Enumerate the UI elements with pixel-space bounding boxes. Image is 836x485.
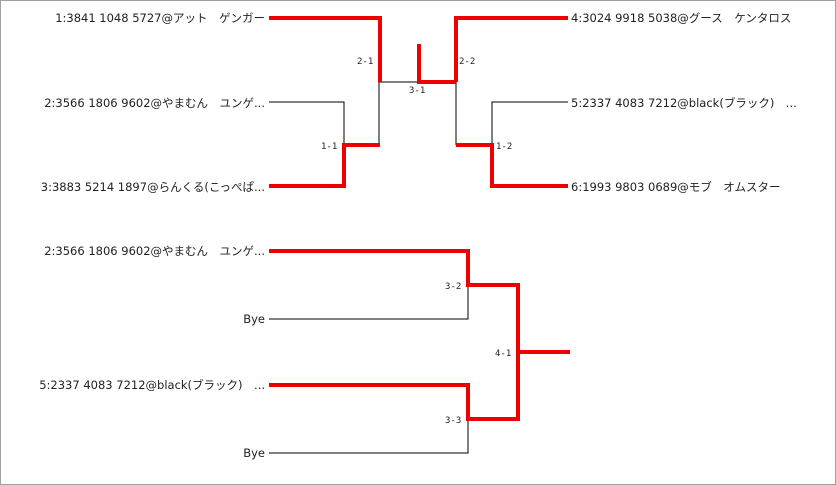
line-bye1 [269, 285, 469, 320]
player-2[interactable]: 2:3566 1806 9602@やまむん ユンゲ... [44, 96, 265, 110]
player-5[interactable]: 5:2337 4083 7212@black(ブラック) ... [571, 96, 797, 110]
winline-p1 [269, 16, 382, 82]
winline-p4 [454, 16, 568, 82]
winline-p3 [269, 143, 380, 188]
player-lower-bye-2: Bye [243, 446, 265, 460]
match-label-3-2: 3-2 [445, 282, 462, 292]
winline-b [269, 352, 520, 421]
match-label-2-2: 2-2 [459, 57, 476, 67]
winline-a [269, 249, 520, 352]
match-label-2-1: 2-1 [357, 57, 374, 67]
player-lower-a[interactable]: 2:3566 1806 9602@やまむん ユンゲ... [44, 244, 265, 258]
player-lower-b[interactable]: 5:2337 4083 7212@black(ブラック) ... [39, 378, 265, 392]
match-label-1-2: 1-2 [496, 142, 513, 152]
lower-thin-lines [269, 285, 469, 454]
player-4[interactable]: 4:3024 9918 5038@グース ケンタロス [571, 11, 792, 25]
winline-p6 [456, 143, 568, 188]
player-1[interactable]: 1:3841 1048 5727@アット ゲンガー [55, 11, 265, 25]
upper-winner-lines [269, 16, 568, 188]
upper-thin-lines [269, 81, 568, 145]
player-lower-bye-1: Bye [243, 312, 265, 326]
line-p2-to-1-1 [269, 101, 345, 145]
line-p5-to-1-2 [491, 101, 568, 145]
match-label-3-3: 3-3 [445, 416, 462, 426]
match-label-1-1: 1-1 [321, 142, 338, 152]
player-6[interactable]: 6:1993 9803 0689@モブ オムスター [571, 180, 781, 194]
winline-final [417, 44, 456, 84]
match-label-4-1: 4-1 [495, 349, 512, 359]
line-bye2 [269, 419, 469, 454]
player-3[interactable]: 3:3883 5214 1897@らんくる(こっぺぱ... [40, 180, 265, 194]
lower-winner-lines [269, 249, 570, 421]
match-label-3-1: 3-1 [409, 86, 426, 96]
